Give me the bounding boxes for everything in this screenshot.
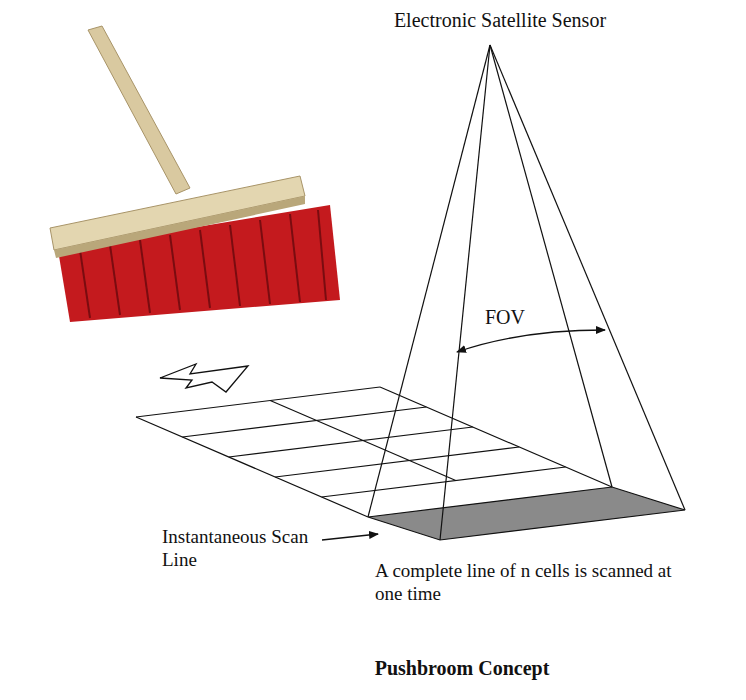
grid-line bbox=[380, 387, 612, 487]
scan-line-leader bbox=[322, 534, 378, 540]
scan-line-strip bbox=[368, 487, 685, 540]
scan-line-label: Instantaneous Scan Line bbox=[162, 526, 312, 572]
grid-line bbox=[136, 417, 368, 517]
fov-label: FOV bbox=[485, 305, 525, 329]
note-label: A complete line of n cells is scanned at… bbox=[375, 560, 675, 606]
grid-line bbox=[270, 401, 456, 481]
broom-picture bbox=[50, 26, 340, 322]
grid-line bbox=[136, 387, 380, 417]
fov-arc-head bbox=[457, 330, 605, 352]
figure-caption: Pushbroom Concept bbox=[375, 656, 550, 680]
grid-line bbox=[322, 467, 566, 497]
grid-line bbox=[229, 427, 473, 457]
fov-arc bbox=[457, 330, 605, 352]
motion-arrow bbox=[160, 364, 248, 392]
sensor-label: Electronic Satellite Sensor bbox=[394, 8, 606, 32]
grid-line bbox=[275, 447, 519, 477]
sensor-pyramid bbox=[368, 45, 685, 540]
